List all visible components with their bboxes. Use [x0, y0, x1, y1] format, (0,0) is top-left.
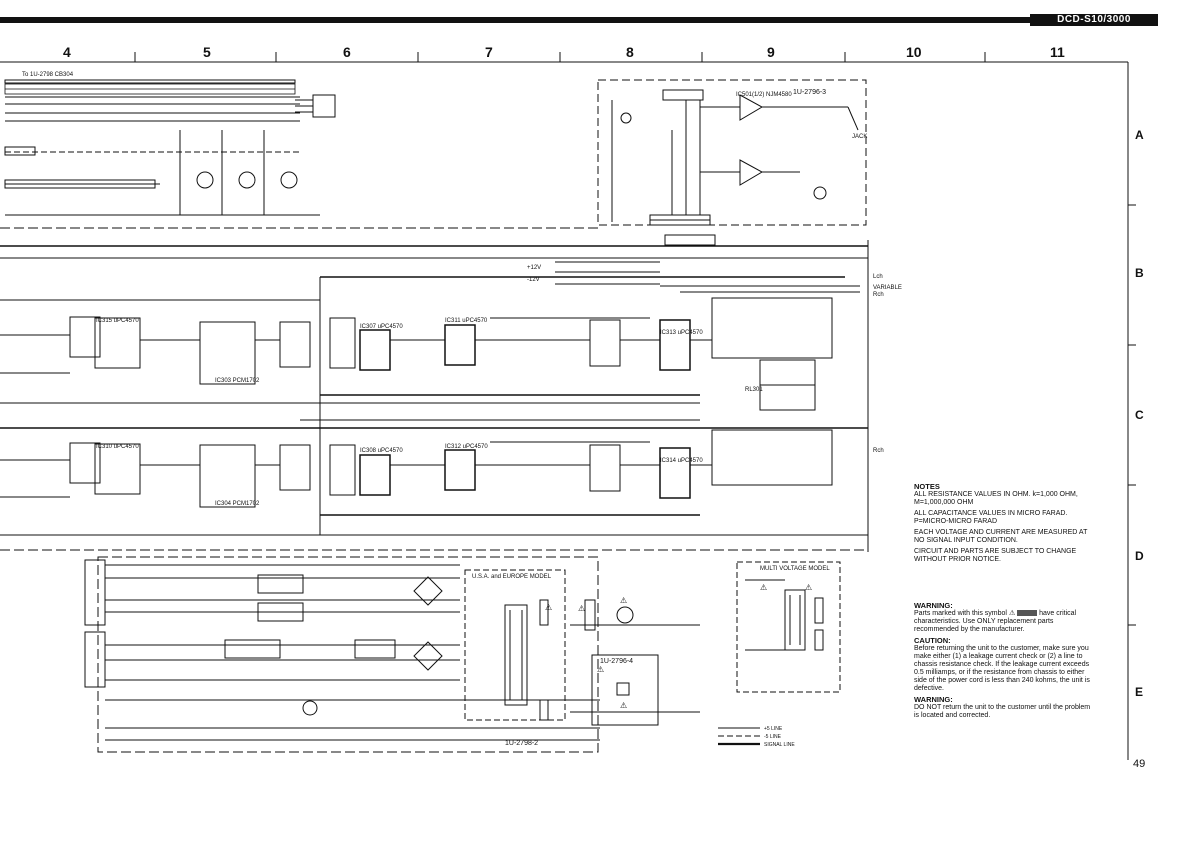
ic307-label: IC307 uPC4570	[360, 324, 403, 330]
ic308-label: IC308 uPC4570	[360, 448, 403, 454]
warning2-title: WARNING:	[914, 695, 953, 704]
grid-row-B: B	[1135, 266, 1144, 280]
model-label: DCD-S10/3000	[1030, 14, 1158, 26]
ic303-label: IC303 PCM1702	[215, 378, 260, 384]
warning-text-a: Parts marked with this symbol	[914, 610, 1007, 617]
ic315-label: IC315 uPC4570	[96, 318, 139, 324]
to-connector-label: To 1U-2798 CB304	[22, 72, 74, 78]
warning-triangle-icon: ⚠	[1008, 610, 1016, 617]
ic314-label: IC314 uPC4570	[660, 458, 703, 464]
warning-triangle-icon: ⚠	[620, 701, 627, 710]
note-4: CIRCUIT AND PARTS ARE SUBJECT TO CHANGE …	[914, 548, 1077, 563]
legend-plus5-line: +5 LINE	[764, 726, 783, 732]
lch-out-label: Lch	[873, 274, 883, 280]
grid-row-A: A	[1135, 128, 1144, 142]
warning2-text: DO NOT return the unit to the customer u…	[914, 704, 1091, 719]
warnings-block: WARNING: Parts marked with this symbol ⚠…	[914, 602, 1094, 723]
grid-col-9: 9	[767, 44, 775, 60]
header-rule	[0, 17, 1130, 23]
shaded-symbol-icon	[1017, 610, 1038, 617]
grid-col-7: 7	[485, 44, 493, 60]
warning-triangle-icon: ⚠	[545, 603, 552, 612]
note-3: EACH VOLTAGE AND CURRENT ARE MEASURED AT…	[914, 529, 1088, 544]
grid-row-E: E	[1135, 685, 1144, 699]
module-1u-2796-3: 1U-2796-3	[793, 89, 826, 96]
rl301-label: RL301	[745, 387, 763, 393]
warning-triangle-icon: ⚠	[760, 583, 767, 592]
notes-block: NOTES ALL RESISTANCE VALUES IN OHM. k=1,…	[914, 483, 1094, 567]
jack-label: JACK	[852, 134, 867, 140]
notes-title: NOTES	[914, 482, 940, 491]
grid-col-6: 6	[343, 44, 351, 60]
note-2: ALL CAPACITANCE VALUES IN MICRO FARAD. P…	[914, 510, 1068, 525]
ic312-label: IC312 uPC4570	[445, 444, 488, 450]
grid-row-C: C	[1135, 408, 1144, 422]
plus12v-label: +12V	[527, 265, 541, 271]
caution-title: CAUTION:	[914, 636, 951, 645]
ic501-label: IC501(1/2) NJM4580	[736, 92, 792, 98]
warning-triangle-icon: ⚠	[597, 665, 604, 674]
rch-out-label: Rch	[873, 292, 884, 298]
caution-text: Before returning the unit to the custome…	[914, 645, 1090, 692]
ic304-label: IC304 PCM1702	[215, 501, 260, 507]
warning-triangle-icon: ⚠	[578, 604, 585, 613]
grid-col-8: 8	[626, 44, 634, 60]
module-1u-2798-2: 1U-2798-2	[505, 740, 538, 747]
ic313-label: IC313 uPC4570	[660, 330, 703, 336]
multi-voltage-label: MULTI VOLTAGE MODEL	[760, 566, 830, 572]
grid-row-D: D	[1135, 549, 1144, 563]
region-box-label: U.S.A. and EUROPE MODEL	[472, 574, 552, 580]
page-number: 49	[1133, 758, 1146, 770]
grid-col-4: 4	[63, 44, 71, 60]
ic310-label: IC310 uPC4570	[96, 444, 139, 450]
warning-triangle-icon: ⚠	[620, 596, 627, 605]
warning-triangle-icon: ⚠	[805, 583, 812, 592]
rch-out-label-2: Rch	[873, 448, 884, 454]
grid-col-10: 10	[906, 44, 922, 60]
variable-label: VARIABLE	[873, 285, 902, 291]
grid-col-5: 5	[203, 44, 211, 60]
grid-col-11: 11	[1050, 44, 1065, 60]
warning-text-c: Use ONLY replacement parts recommended b…	[914, 618, 1054, 633]
minus12v-label: -12V	[527, 277, 540, 283]
module-1u-2796-4: 1U-2796-4	[600, 658, 633, 665]
warning-text-b: have critical characteristics.	[914, 610, 1077, 625]
note-1: ALL RESISTANCE VALUES IN OHM. k=1,000 OH…	[914, 491, 1078, 506]
ic311-label: IC311 uPC4570	[445, 318, 488, 324]
warning-title: WARNING:	[914, 601, 953, 610]
legend-signal-line: SIGNAL LINE	[764, 742, 795, 748]
legend-minus5-line: -5 LINE	[764, 734, 782, 740]
